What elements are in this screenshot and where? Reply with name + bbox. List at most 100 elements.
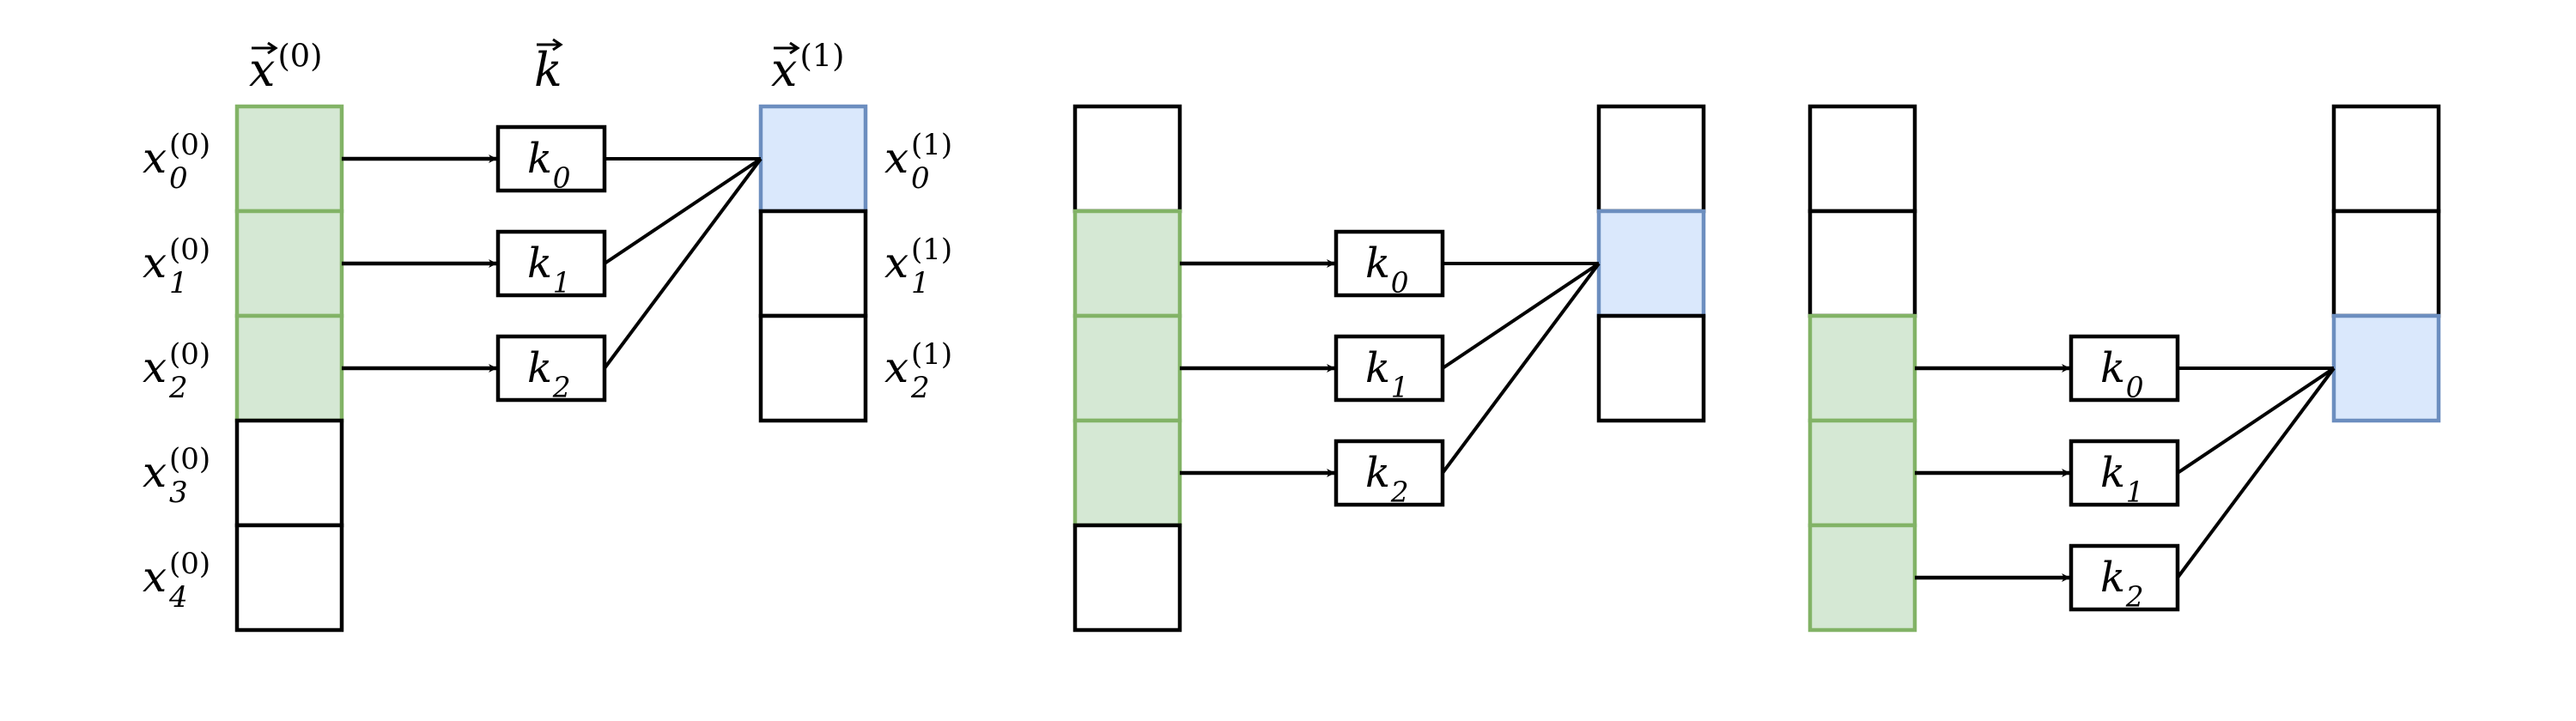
output-cell-2 (758, 313, 868, 423)
input-cell-1 (234, 209, 344, 318)
input-cell-4 (1807, 523, 1917, 633)
kernel-label-2-symbol: k (2100, 554, 2125, 602)
input-label-3-symbol: x (143, 447, 167, 497)
panel-2 (1072, 104, 1706, 633)
kernel-label-0-subscript: 0 (553, 161, 571, 194)
input-cell-0 (234, 104, 344, 214)
output-label-0-superscript: (1) (911, 128, 952, 162)
kernel-box-1 (495, 229, 607, 298)
kernel-label-2-symbol: k (527, 344, 552, 392)
kernel-box-1 (2069, 439, 2180, 507)
kernel-label-2-subscript: 2 (552, 371, 571, 403)
header-kernel-vector-arrow-head (552, 38, 563, 52)
kernel-to-output-line-2 (1441, 262, 1601, 475)
input-label-2: x(0)2 (143, 337, 210, 405)
input-label-0-subscript: 0 (169, 161, 188, 196)
input-label-0: x(0)0 (143, 128, 210, 196)
output-label-2: x(1)2 (884, 337, 952, 405)
kernel-box-0 (495, 124, 607, 193)
output-label-2-subscript: 2 (910, 371, 930, 405)
input-cell-1 (1072, 209, 1182, 318)
kernel-label-2-symbol: k (1365, 449, 1390, 497)
input-label-4: x(0)4 (143, 547, 210, 615)
input-cell-2 (1072, 313, 1182, 423)
output-cell-1 (758, 209, 868, 318)
output-cell-0 (2331, 104, 2441, 214)
kernel-label-0-subscript: 0 (2126, 371, 2144, 403)
input-label-4-superscript: (0) (169, 547, 210, 581)
output-label-2-superscript: (1) (911, 337, 952, 372)
output-label-1-subscript: 1 (911, 266, 930, 300)
input-label-3-superscript: (0) (169, 442, 210, 476)
input-label-4-symbol: x (143, 552, 167, 602)
kernel-label-2-subscript: 2 (2125, 580, 2144, 613)
kernel-label-1-symbol: k (527, 239, 552, 288)
input-label-1-superscript: (0) (169, 233, 210, 267)
output-label-1-superscript: (1) (911, 233, 952, 267)
output-label-1: x(1)1 (884, 233, 952, 300)
output-label-2-symbol: x (884, 342, 908, 392)
input-label-2-subscript: 2 (168, 371, 188, 405)
input-label-2-symbol: x (143, 342, 167, 392)
output-cell-1 (2331, 209, 2441, 318)
header-kernel-vector: k (534, 43, 562, 97)
header-input-vector-superscript: (0) (277, 37, 322, 74)
header-output-vector: x(1) (771, 37, 844, 97)
input-cell-2 (1807, 313, 1917, 423)
output-cell-2 (1596, 313, 1706, 423)
header-output-vector-superscript: (1) (799, 37, 844, 74)
input-cell-1 (1807, 209, 1917, 318)
input-label-2-superscript: (0) (169, 337, 210, 372)
input-label-0-symbol: x (143, 133, 167, 183)
output-cell-1 (1596, 209, 1706, 318)
kernel-label-0-symbol: k (527, 135, 552, 183)
kernel-label-0-subscript: 0 (1391, 266, 1409, 299)
kernel-to-output-line-1 (603, 157, 762, 265)
kernel-box-1 (1334, 334, 1445, 403)
output-cell-0 (758, 104, 868, 214)
output-cell-2 (2331, 313, 2441, 423)
output-label-0-subscript: 0 (911, 161, 930, 196)
kernel-to-output-line-1 (2176, 367, 2336, 475)
header-output-vector-arrow-head (789, 41, 800, 55)
header-input-vector-arrow-head (267, 41, 278, 55)
output-label-1-symbol: x (884, 238, 908, 288)
header-kernel-vector-symbol: k (534, 43, 562, 97)
kernel-box-0 (2069, 334, 2180, 403)
kernel-box-2 (2069, 543, 2180, 612)
input-label-1-subscript: 1 (169, 266, 188, 300)
input-label-1-symbol: x (143, 238, 167, 288)
panel-1 (234, 104, 868, 633)
input-cell-3 (234, 418, 344, 528)
input-cell-3 (1072, 418, 1182, 528)
kernel-label-1-subscript: 1 (2126, 476, 2144, 508)
output-cell-0 (1596, 104, 1706, 214)
input-cell-0 (1807, 104, 1917, 214)
kernel-label-0-symbol: k (2100, 344, 2125, 392)
kernel-box-2 (495, 334, 607, 403)
input-cell-2 (234, 313, 344, 423)
input-label-0-superscript: (0) (169, 128, 210, 162)
kernel-label-1-subscript: 1 (553, 266, 571, 299)
input-cell-4 (1072, 523, 1182, 633)
panel-3 (1807, 104, 2441, 633)
input-cell-4 (234, 523, 344, 633)
kernel-label-2-subscript: 2 (1390, 476, 1409, 508)
kernel-to-output-line-2 (2176, 367, 2336, 579)
input-label-4-subscript: 4 (168, 580, 188, 615)
kernel-label-1-symbol: k (1365, 344, 1390, 392)
input-label-3-subscript: 3 (169, 476, 188, 510)
kernel-label-1-subscript: 1 (1391, 371, 1409, 403)
output-label-0-symbol: x (884, 133, 908, 183)
kernel-label-0-symbol: k (1365, 239, 1390, 288)
kernel-to-output-line-1 (1441, 262, 1601, 370)
